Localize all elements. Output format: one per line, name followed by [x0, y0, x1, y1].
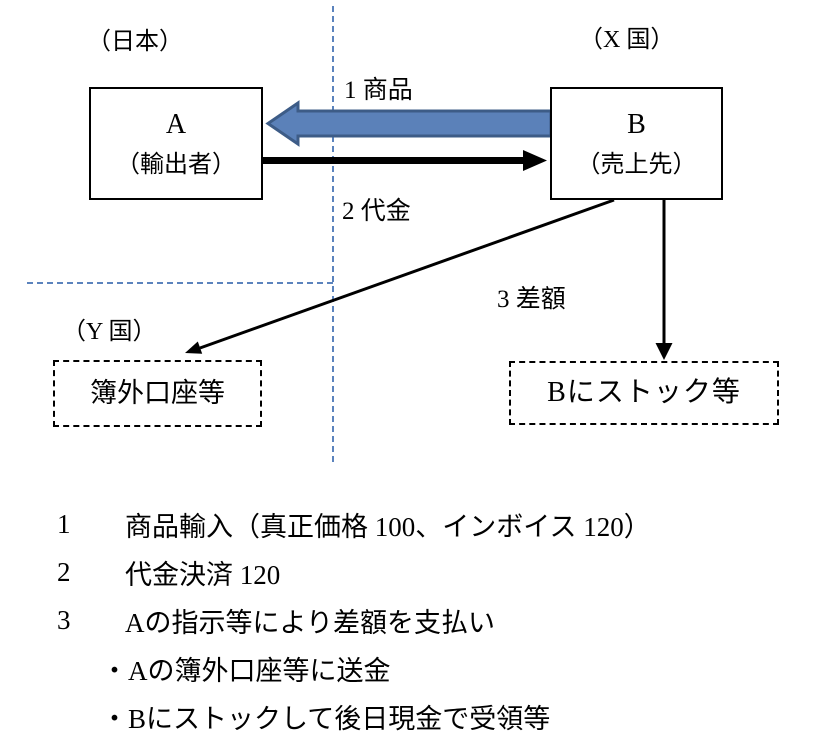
note-row-1: 1 商品輸入（真正価格 100、インボイス 120）: [57, 500, 651, 548]
difference-arrow-label: 3 差額: [497, 286, 566, 313]
payment-arrow-head: [523, 150, 547, 171]
note-text: 商品輸入（真正価格 100、インボイス 120）: [125, 511, 651, 542]
bullet-row-1: ・ Aの簿外口座等に送金: [57, 644, 651, 692]
notes-section: 1 商品輸入（真正価格 100、インボイス 120） 2 代金決済 120 3 …: [57, 500, 651, 740]
note-number: 1: [57, 508, 71, 539]
exporter-box-role: （輸出者）: [116, 151, 236, 178]
region-label-japan: （日本）: [87, 29, 183, 55]
note-text: Aの指示等により差額を支払い: [125, 607, 495, 638]
note-number: 2: [57, 556, 71, 587]
stock-at-b-box-label: Bにストック等: [547, 377, 741, 408]
bullet-row-2: ・ Bにストックして後日現金で受領等: [57, 692, 651, 740]
bullet-marker: ・: [101, 655, 128, 686]
note-row-3: 3 Aの指示等により差額を支払い: [57, 596, 651, 644]
bullet-text: Bにストックして後日現金で受領等: [128, 703, 551, 734]
buyer-box-name: B: [627, 108, 646, 140]
goods-arrow-label: 1 商品: [344, 77, 413, 104]
note-text: 代金決済 120: [125, 559, 281, 590]
bullet-marker: ・: [101, 703, 128, 734]
exporter-box: A （輸出者）: [89, 87, 263, 200]
arrows-layer: [27, 6, 673, 462]
buyer-box: B （売上先）: [550, 87, 723, 200]
region-label-country-y: （Y 国）: [62, 319, 157, 345]
exporter-box-name: A: [165, 108, 187, 140]
bullet-text: Aの簿外口座等に送金: [128, 655, 391, 686]
note-number: 3: [57, 604, 71, 635]
buyer-box-role: （売上先）: [576, 151, 697, 178]
note-row-2: 2 代金決済 120: [57, 548, 651, 596]
difference-arrow-diagonal-head: [185, 341, 203, 354]
stock-at-b-box: Bにストック等: [509, 361, 779, 425]
goods-arrow: [265, 100, 553, 147]
offbook-account-box-label: 簿外口座等: [90, 378, 225, 408]
payment-arrow-label: 2 代金: [342, 198, 411, 225]
difference-arrow-diagonal-shaft: [199, 198, 615, 350]
difference-arrow-down-head: [655, 343, 673, 360]
region-label-country-x: （X 国）: [579, 27, 675, 53]
offbook-account-box: 簿外口座等: [53, 360, 262, 427]
